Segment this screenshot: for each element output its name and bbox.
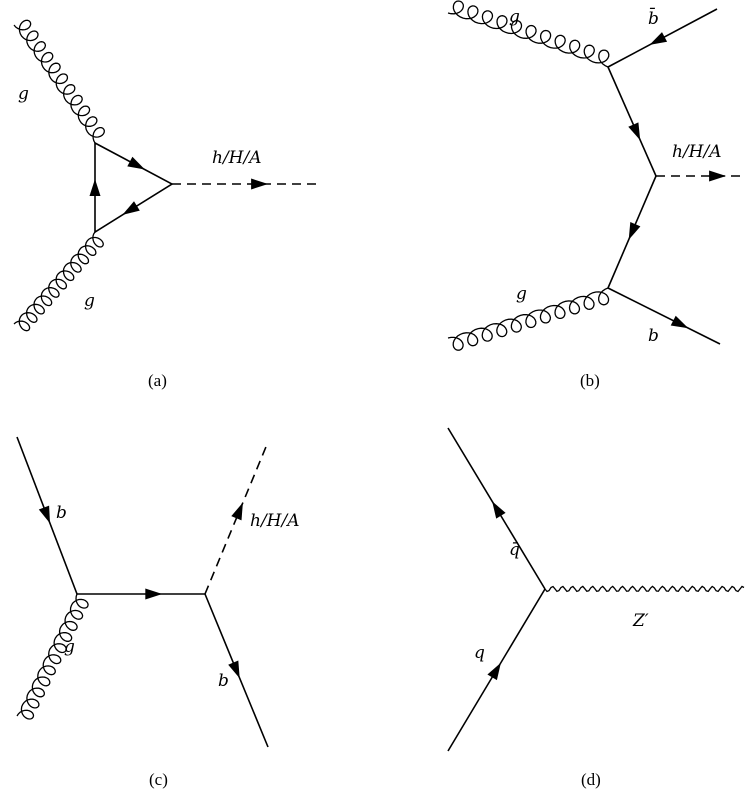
label-higgs: h/H/A bbox=[212, 148, 262, 168]
caption-b: (b) bbox=[580, 371, 600, 390]
higgs-arrow bbox=[231, 502, 243, 521]
label-quark: q bbox=[474, 643, 485, 663]
quark-arrow bbox=[487, 662, 501, 681]
label-quark-out: b bbox=[218, 671, 229, 691]
label-higgs: h/H/A bbox=[250, 511, 300, 531]
label-gluon-top: g bbox=[18, 84, 29, 104]
panel-b: g b̄ h/H/A g b (b) bbox=[447, 0, 744, 390]
label-antiquark: b̄ bbox=[648, 6, 659, 29]
propagator-top-arrow bbox=[628, 122, 641, 141]
panel-a: g g h/H/A (a) bbox=[13, 19, 318, 390]
caption-a: (a) bbox=[148, 371, 167, 390]
panel-d: q̄ q Z′ (d) bbox=[447, 427, 745, 789]
caption-d: (d) bbox=[581, 770, 601, 789]
loop-arrow-top bbox=[127, 156, 145, 170]
quark-out-line bbox=[607, 287, 721, 345]
label-higgs: h/H/A bbox=[672, 142, 722, 162]
gluon-line-top bbox=[447, 0, 610, 68]
propagator-top bbox=[607, 66, 657, 177]
label-boson: Z′ bbox=[632, 611, 649, 631]
label-gluon: g bbox=[64, 637, 75, 657]
propagator-bottom-arrow bbox=[628, 222, 641, 240]
antiquark-arrow bbox=[492, 501, 506, 519]
quark-out-arrow bbox=[228, 660, 240, 679]
label-gluon-top: g bbox=[509, 7, 520, 27]
boson-wavy-line bbox=[544, 585, 745, 593]
propagator-arrow bbox=[145, 588, 163, 600]
gluon-line-top bbox=[13, 19, 105, 144]
panel-c: b g h/H/A b (c) bbox=[16, 436, 300, 789]
label-quark: b bbox=[648, 326, 659, 346]
label-gluon-bottom: g bbox=[84, 291, 95, 311]
label-antiquark: q̄ bbox=[509, 540, 520, 560]
label-quark-in: b bbox=[56, 503, 67, 523]
loop-arrow-left bbox=[89, 179, 101, 196]
higgs-arrow bbox=[709, 170, 727, 182]
quark-in-arrow bbox=[38, 505, 50, 524]
quark-triangle-loop bbox=[94, 141, 174, 234]
gluon-line-bottom bbox=[447, 287, 610, 351]
gluon-line bbox=[16, 593, 89, 720]
loop-arrow-bottom bbox=[122, 201, 140, 215]
gluon-line-bottom bbox=[13, 231, 104, 332]
label-gluon-bottom: g bbox=[516, 284, 527, 304]
caption-c: (c) bbox=[149, 770, 168, 789]
antiquark-arrow bbox=[649, 32, 668, 45]
higgs-arrow bbox=[251, 178, 269, 190]
quark-out-arrow bbox=[670, 315, 689, 329]
